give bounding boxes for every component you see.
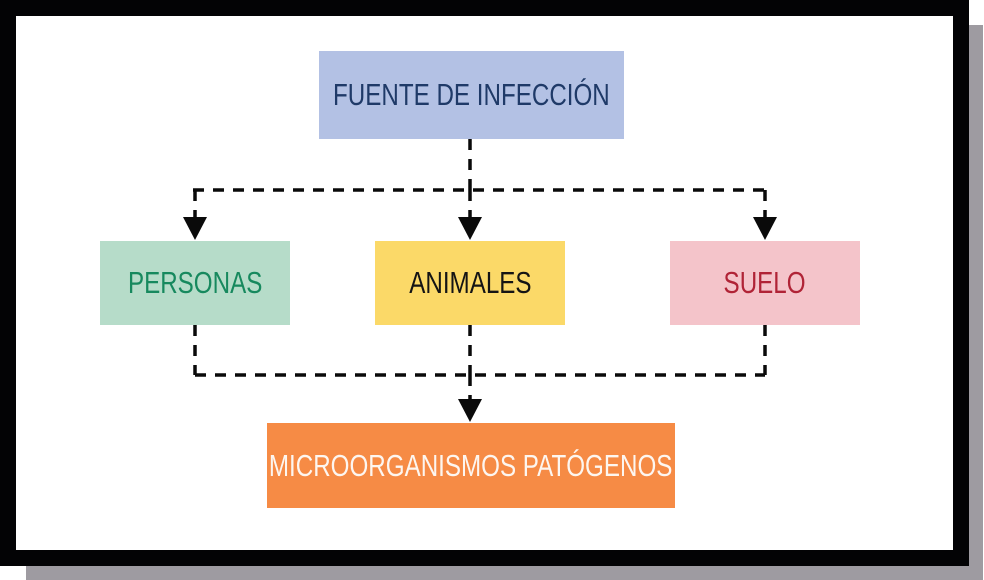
box-fuente-de-infeccion-label: FUENTE DE INFECCIÓN: [333, 77, 610, 112]
box-animales-label: ANIMALES: [408, 265, 532, 300]
box-suelo-label: SUELO: [723, 265, 806, 300]
box-animales: ANIMALES: [375, 241, 565, 325]
box-suelo: SUELO: [670, 241, 860, 325]
box-personas: PERSONAS: [100, 241, 290, 325]
box-fuente-de-infeccion: FUENTE DE INFECCIÓN: [319, 51, 624, 139]
box-microorganismos-patogenos: MICROORGANISMOS PATÓGENOS: [267, 423, 675, 508]
box-microorganismos-patogenos-label: MICROORGANISMOS PATÓGENOS: [269, 447, 673, 483]
box-personas-label: PERSONAS: [127, 265, 263, 300]
